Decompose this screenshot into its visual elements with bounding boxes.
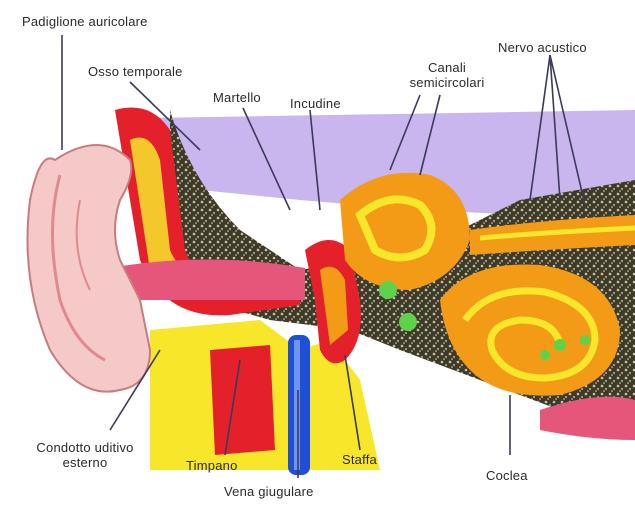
label-canali-semicircolari: Canali semicircolari [382, 60, 512, 90]
label-vena-giugulare: Vena giugulare [224, 484, 314, 499]
label-nervo-acustico: Nervo acustico [498, 40, 587, 55]
vestibule-green-2 [399, 313, 417, 331]
label-staffa: Staffa [342, 452, 377, 467]
label-condotto-uditivo-esterno: Condotto uditivo esterno [10, 440, 160, 470]
label-condotto-line2: esterno [10, 455, 160, 470]
cochlea-green-2 [580, 335, 590, 345]
cochlea-green-3 [540, 350, 550, 360]
jugular-highlight [294, 340, 300, 470]
label-padiglione-auricolare: Padiglione auricolare [22, 14, 148, 29]
label-condotto-line1: Condotto uditivo [10, 440, 160, 455]
lower-red-tissue [210, 345, 275, 455]
label-coclea: Coclea [486, 468, 528, 483]
label-timpano: Timpano [186, 458, 238, 473]
label-canali-line2: semicircolari [382, 75, 512, 90]
cochlea-green-1 [554, 339, 566, 351]
label-canali-line1: Canali [382, 60, 512, 75]
label-osso-temporale: Osso temporale [88, 64, 183, 79]
vestibule-green-1 [379, 281, 397, 299]
label-martello: Martello [213, 90, 261, 105]
label-incudine: Incudine [290, 96, 341, 111]
